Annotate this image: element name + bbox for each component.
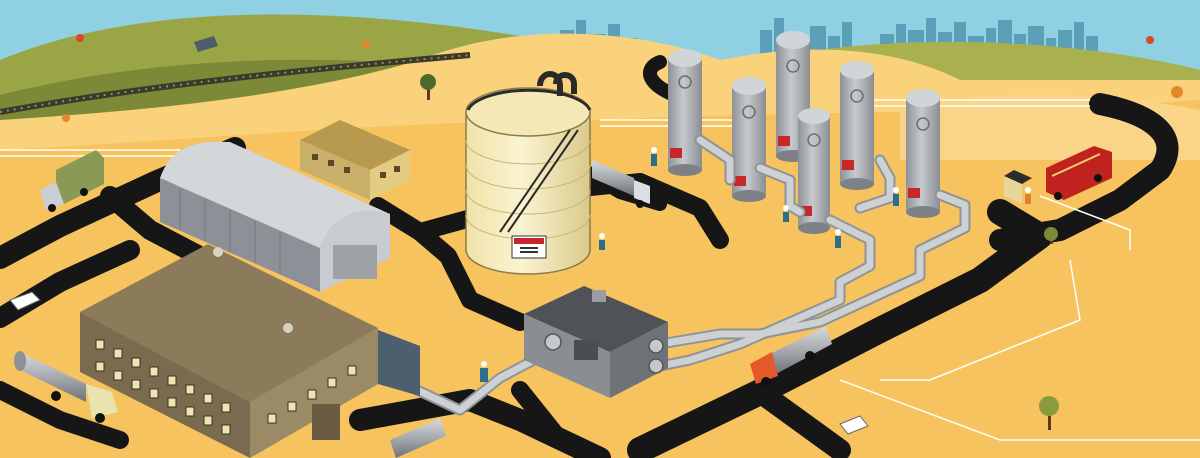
guard-booth [1004,170,1032,204]
fire-truck [1046,146,1112,200]
distillation-tower [840,61,874,190]
distillation-tower [668,49,702,176]
office-building [300,120,410,200]
van [194,36,218,52]
storage-tank [465,71,592,275]
tank-warning-label [511,235,547,259]
distillation-tower [732,77,766,202]
tree [1039,396,1059,430]
car [9,291,41,311]
tanker-truck [14,351,118,423]
railway [0,52,471,115]
tanker-truck [592,160,650,208]
box-truck [40,150,104,212]
tree [420,74,436,100]
distillation-tower [906,89,940,218]
tree [1044,227,1058,244]
worker [480,147,1031,382]
warehouse [160,141,390,292]
car [839,415,869,435]
tanker-truck [390,418,446,458]
tree [62,34,1183,122]
tanker-truck [750,326,832,387]
factory-building [80,244,420,458]
pump-house [524,286,668,398]
